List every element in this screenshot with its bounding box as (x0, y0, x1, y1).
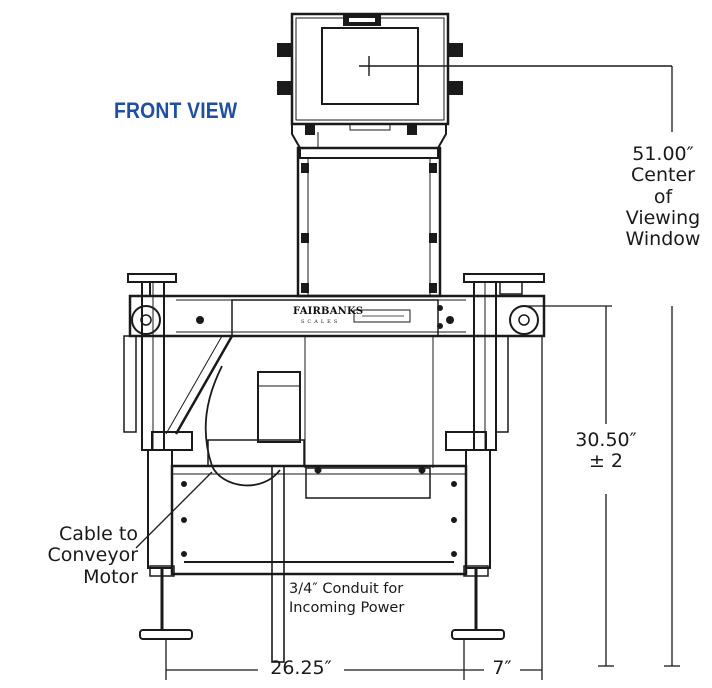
side-offset-label: 7″ (492, 657, 512, 679)
viewing-height-line4: Window (625, 228, 701, 251)
leveling-feet (139, 565, 505, 640)
cable-callout-line3: Motor (83, 565, 138, 588)
top-shelves (127, 273, 545, 296)
viewing-height-line2: of (653, 185, 673, 208)
brand-subtitle: SCALES (301, 319, 341, 325)
conveyor-height-value: 30.50″ (575, 429, 637, 451)
dimension-lines (135, 66, 680, 680)
cable-callout-line1: Cable to (58, 523, 138, 545)
conduit-callout: 3/4″ Conduit for Incoming Power (289, 580, 404, 617)
brand-name: FAIRBANKS (293, 306, 364, 317)
viewing-height-label: 51.00″ Center of Viewing Window (614, 143, 712, 251)
foot-span-label: 26.25″ (270, 657, 332, 679)
mount-bracket (291, 124, 447, 159)
conveyor-motor (207, 371, 305, 467)
motor-cable (204, 365, 281, 487)
cable-callout-line2: Conveyor (47, 544, 138, 567)
power-conduit (271, 465, 285, 663)
viewing-height-line1: Center (631, 164, 695, 187)
view-title: FRONT VIEW (114, 98, 238, 123)
conveyor-height-tolerance: ± 2 (588, 450, 624, 473)
viewing-height-line3: Viewing (625, 206, 701, 229)
cable-callout: Cable to Conveyor Motor (0, 523, 138, 588)
conveyor-height-label: 30.50″ ± 2 (556, 429, 656, 473)
viewing-center-crosshair (359, 56, 672, 76)
conduit-callout-line2: Incoming Power (289, 599, 405, 616)
display-terminal (277, 12, 463, 148)
lower-cabinet (170, 464, 468, 576)
viewing-height-value: 51.00″ (632, 143, 694, 165)
conduit-callout-line1: 3/4″ Conduit for (289, 581, 404, 597)
